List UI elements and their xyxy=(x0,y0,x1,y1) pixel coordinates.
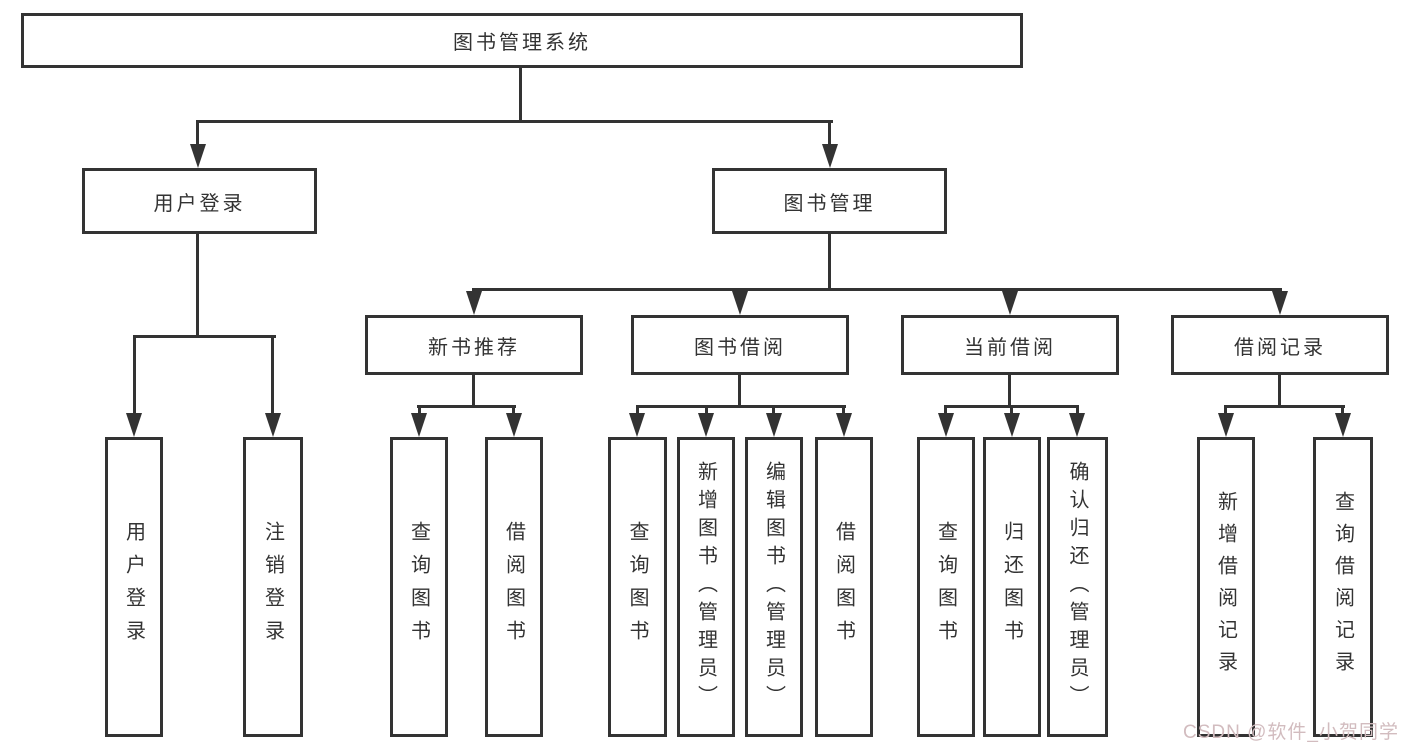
arrowhead xyxy=(732,291,748,315)
connector xyxy=(512,405,515,417)
arrowhead xyxy=(190,144,206,168)
node-book-management-label: 图书管理 xyxy=(783,192,876,215)
leaf-current-return-books-label: 归还图书 xyxy=(1000,521,1023,653)
arrowhead xyxy=(822,144,838,168)
arrowhead xyxy=(836,413,852,437)
arrowhead xyxy=(1069,413,1085,437)
connector xyxy=(472,288,1282,291)
connector xyxy=(705,405,708,417)
arrowhead xyxy=(265,413,281,437)
arrowhead xyxy=(766,413,782,437)
arrowhead xyxy=(938,413,954,437)
arrowhead xyxy=(629,413,645,437)
node-new-book-recommend-label: 新书推荐 xyxy=(428,336,520,359)
connector xyxy=(738,375,741,407)
connector xyxy=(944,405,947,417)
connector xyxy=(196,234,199,338)
leaf-borrowing-query-books-label: 查询图书 xyxy=(626,521,648,653)
node-root: 图书管理系统 xyxy=(21,13,1023,68)
watermark: CSDN @软件_小贺同学 xyxy=(1183,722,1399,743)
connector xyxy=(772,405,775,417)
arrowhead xyxy=(1002,291,1018,315)
connector xyxy=(133,335,276,338)
node-book-borrowing: 图书借阅 xyxy=(631,315,849,375)
node-root-label: 图书管理系统 xyxy=(453,32,591,54)
leaf-records-add-record-label: 新增借阅记录 xyxy=(1214,491,1237,683)
leaf-borrowing-edit-books: 编辑图书（管理员） xyxy=(745,437,803,737)
leaf-borrowing-add-books: 新增图书（管理员） xyxy=(677,437,735,737)
connector xyxy=(197,120,833,123)
connector xyxy=(133,335,136,415)
leaf-borrowing-borrow-books: 借阅图书 xyxy=(815,437,873,737)
leaf-borrowing-query-books: 查询图书 xyxy=(608,437,667,737)
leaf-records-add-record: 新增借阅记录 xyxy=(1197,437,1255,737)
connector xyxy=(1278,375,1281,407)
leaf-recommend-borrow-books-label: 借阅图书 xyxy=(502,521,525,653)
node-current-borrowing: 当前借阅 xyxy=(901,315,1119,375)
connector xyxy=(417,405,516,408)
leaf-borrowing-edit-books-label: 编辑图书（管理员） xyxy=(762,461,785,713)
leaf-current-confirm-return-label: 确认归还（管理员） xyxy=(1066,461,1088,713)
arrowhead xyxy=(1335,413,1351,437)
arrowhead xyxy=(1272,291,1288,315)
leaf-user-login: 用户登录 xyxy=(105,437,163,737)
leaf-logout-label: 注销登录 xyxy=(261,521,284,653)
leaf-current-query-books: 查询图书 xyxy=(917,437,975,737)
connector xyxy=(1010,405,1013,417)
leaf-borrowing-borrow-books-label: 借阅图书 xyxy=(832,521,855,653)
leaf-recommend-query-books-label: 查询图书 xyxy=(407,521,430,653)
leaf-logout: 注销登录 xyxy=(243,437,303,737)
connector xyxy=(842,405,845,417)
leaf-records-query-record: 查询借阅记录 xyxy=(1313,437,1373,737)
node-new-book-recommend: 新书推荐 xyxy=(365,315,583,375)
connector xyxy=(1224,405,1345,408)
leaf-current-return-books: 归还图书 xyxy=(983,437,1041,737)
node-book-management: 图书管理 xyxy=(712,168,947,234)
connector xyxy=(472,375,475,407)
node-book-borrowing-label: 图书借阅 xyxy=(694,336,786,359)
arrowhead xyxy=(506,413,522,437)
node-user-login-label: 用户登录 xyxy=(153,192,246,215)
connector xyxy=(1008,375,1011,407)
leaf-user-login-label: 用户登录 xyxy=(122,521,145,653)
leaf-recommend-query-books: 查询图书 xyxy=(390,437,448,737)
arrowhead xyxy=(1218,413,1234,437)
connector xyxy=(271,335,274,415)
connector xyxy=(519,68,522,123)
connector xyxy=(418,405,421,417)
arrowhead xyxy=(1004,413,1020,437)
node-current-borrowing-label: 当前借阅 xyxy=(964,336,1056,359)
node-borrowing-records-label: 借阅记录 xyxy=(1234,336,1326,359)
arrowhead xyxy=(126,413,142,437)
connector xyxy=(636,405,846,408)
leaf-current-confirm-return: 确认归还（管理员） xyxy=(1047,437,1108,737)
leaf-records-query-record-label: 查询借阅记录 xyxy=(1331,491,1354,683)
connector xyxy=(1076,405,1079,417)
connector xyxy=(1341,405,1344,417)
arrowhead xyxy=(698,413,714,437)
node-user-login: 用户登录 xyxy=(82,168,317,234)
leaf-current-query-books-label: 查询图书 xyxy=(934,521,957,653)
connector xyxy=(196,120,199,147)
node-borrowing-records: 借阅记录 xyxy=(1171,315,1389,375)
connector xyxy=(828,120,831,147)
arrowhead xyxy=(466,291,482,315)
connector xyxy=(636,405,639,417)
leaf-borrowing-add-books-label: 新增图书（管理员） xyxy=(694,461,717,713)
arrowhead xyxy=(411,413,427,437)
connector xyxy=(828,234,831,291)
connector xyxy=(1224,405,1227,417)
leaf-recommend-borrow-books: 借阅图书 xyxy=(485,437,543,737)
